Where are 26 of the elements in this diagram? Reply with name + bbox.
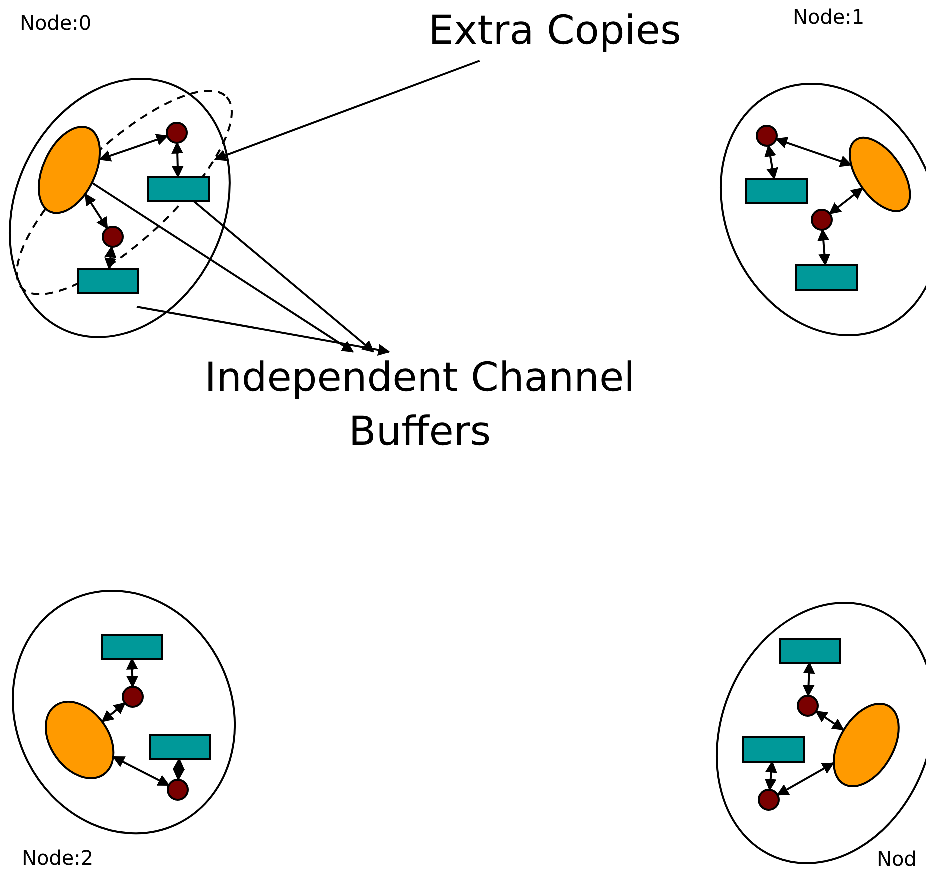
double-arrow [764, 760, 778, 792]
node-label: Nod [876, 846, 917, 872]
node-label: Node:2 [22, 844, 94, 871]
arrow [214, 60, 480, 162]
double-arrow [98, 134, 169, 162]
double-arrow [818, 228, 831, 266]
double-arrow [126, 658, 139, 688]
node-label: Node:1 [792, 4, 865, 30]
double-arrow [104, 246, 117, 270]
double-arrow [776, 762, 835, 796]
node-label: Node:0 [20, 10, 92, 36]
arrow [192, 200, 375, 353]
double-arrow [815, 710, 845, 731]
arrow [136, 306, 390, 356]
double-arrow [112, 756, 170, 786]
double-arrow [828, 188, 864, 215]
double-arrow [102, 702, 126, 722]
double-arrow [172, 758, 185, 782]
double-arrow [802, 662, 816, 698]
double-arrow [775, 137, 852, 168]
callout-label: Independent Channel Buffers [179, 351, 661, 463]
double-arrow [172, 142, 184, 178]
callout-label: Extra Copies [399, 4, 711, 62]
double-arrow [84, 193, 108, 230]
double-arrow [764, 144, 778, 180]
arrow [92, 182, 354, 353]
